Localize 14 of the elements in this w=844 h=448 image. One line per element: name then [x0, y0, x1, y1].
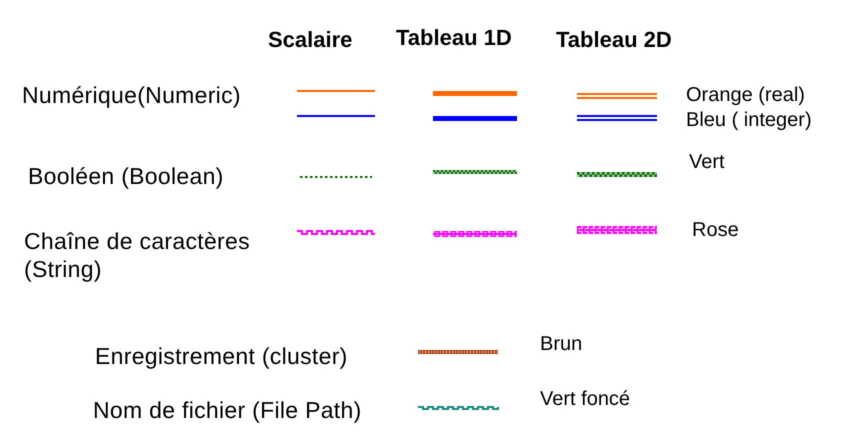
column-header: Scalaire: [268, 27, 352, 52]
row-label: Chaîne de caractères (String): [24, 227, 251, 283]
row-label: Enregistrement (cluster): [95, 343, 348, 370]
wire-note: Orange (real): [686, 84, 805, 107]
row-label: Booléen (Boolean): [28, 163, 224, 190]
row-label: Nom de fichier (File Path): [93, 397, 362, 424]
wire-note: Bleu ( integer): [686, 109, 812, 132]
wire-note: Vert foncé: [540, 388, 630, 411]
wire-note: Vert: [689, 151, 725, 174]
column-header: Tableau 1D: [396, 25, 512, 50]
wire-note: Rose: [692, 219, 739, 242]
wire-note: Brun: [540, 333, 582, 356]
column-header: Tableau 2D: [556, 27, 672, 52]
row-label: Numérique(Numeric): [22, 82, 241, 108]
